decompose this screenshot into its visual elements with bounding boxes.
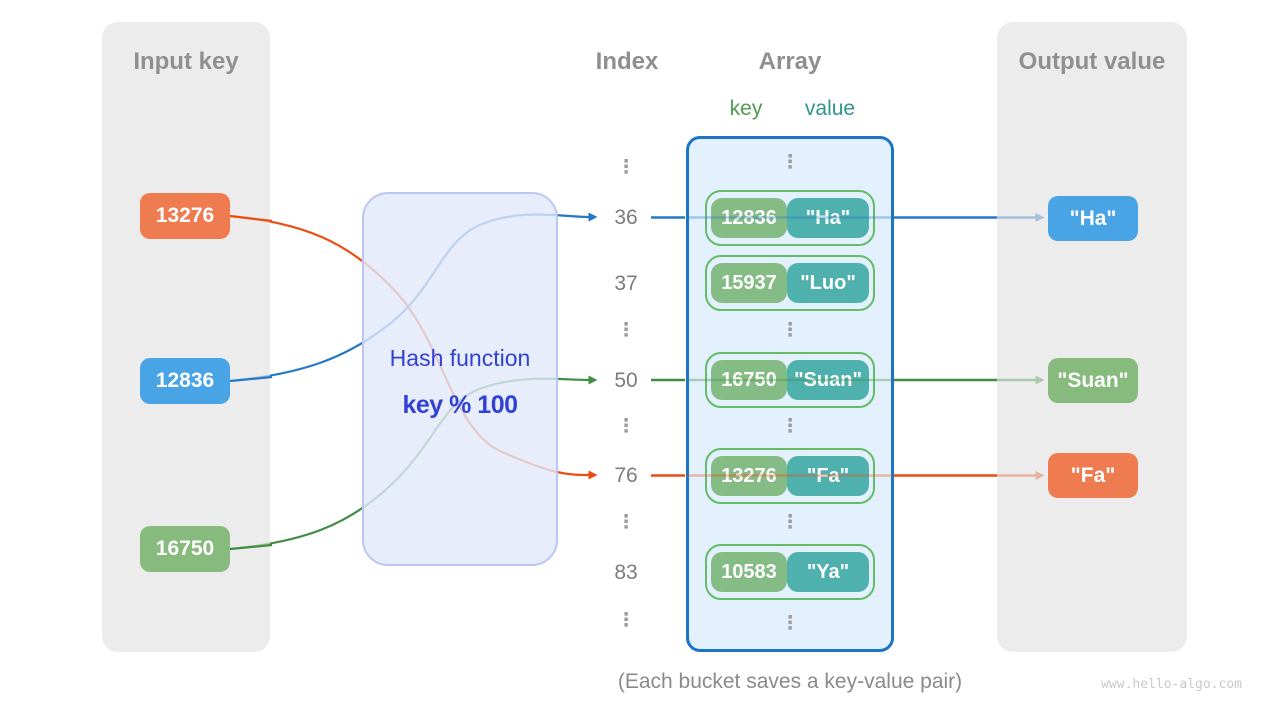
- bucket-key: 10583: [711, 552, 787, 592]
- bucket-value: "Luo": [787, 263, 869, 303]
- bucket-index-50: 16750 "Suan": [705, 352, 875, 408]
- array-ellipsis: ⋮: [780, 416, 800, 437]
- output-value-suan: "Suan": [1048, 358, 1138, 403]
- bucket-key: 12836: [711, 198, 787, 238]
- index-50: 50: [614, 369, 638, 392]
- bucket-index-83: 10583 "Ya": [705, 544, 875, 600]
- hash-function-box: [362, 192, 558, 566]
- key-column-label: key: [729, 97, 763, 120]
- array-ellipsis: ⋮: [780, 613, 800, 634]
- index-76: 76: [614, 464, 638, 487]
- input-key-13276: 13276: [140, 193, 230, 239]
- watermark: www.hello-algo.com: [1101, 677, 1242, 692]
- bucket-key: 16750: [711, 360, 787, 400]
- input-key-12836: 12836: [140, 358, 230, 404]
- bucket-value: "Ha": [787, 198, 869, 238]
- hash-function-label: Hash function: [389, 345, 531, 371]
- bucket-key: 13276: [711, 456, 787, 496]
- index-ellipsis: ⋮: [616, 512, 636, 533]
- output-value-fa: "Fa": [1048, 453, 1138, 498]
- array-ellipsis: ⋮: [780, 152, 800, 173]
- bucket-index-37: 15937 "Luo": [705, 255, 875, 311]
- index-ellipsis: ⋮: [616, 610, 636, 631]
- output-value-ha: "Ha": [1048, 196, 1138, 241]
- array-ellipsis: ⋮: [780, 320, 800, 341]
- hash-function-formula: key % 100: [402, 391, 518, 419]
- index-ellipsis: ⋮: [616, 157, 636, 178]
- bucket-value: "Fa": [787, 456, 869, 496]
- bucket-index-76: 13276 "Fa": [705, 448, 875, 504]
- index-column-title: Index: [595, 48, 659, 75]
- index-ellipsis: ⋮: [616, 320, 636, 341]
- array-title: Array: [758, 48, 822, 75]
- array-ellipsis: ⋮: [780, 512, 800, 533]
- bucket-value: "Suan": [787, 360, 869, 400]
- bucket-index-36: 12836 "Ha": [705, 190, 875, 246]
- output-value-panel: [997, 22, 1187, 652]
- index-36: 36: [614, 206, 638, 229]
- index-83: 83: [614, 561, 638, 584]
- index-ellipsis: ⋮: [616, 416, 636, 437]
- input-key-16750: 16750: [140, 526, 230, 572]
- output-panel-title: Output value: [1018, 48, 1166, 75]
- bucket-value: "Ya": [787, 552, 869, 592]
- input-panel-title: Input key: [133, 48, 239, 75]
- bucket-key: 15937: [711, 263, 787, 303]
- index-37: 37: [614, 272, 638, 295]
- diagram-caption: (Each bucket saves a key-value pair): [617, 670, 963, 693]
- value-column-label: value: [804, 97, 856, 120]
